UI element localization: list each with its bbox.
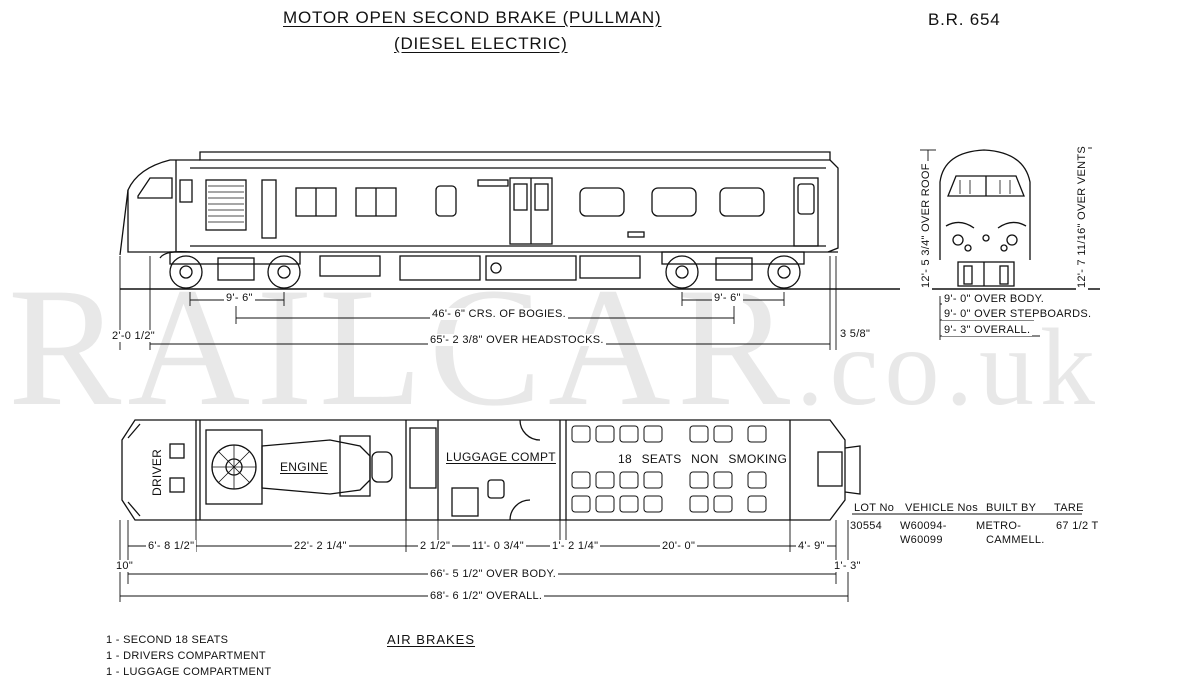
tare-value: 67 1/2 T	[1056, 520, 1099, 532]
note-1: 1 - SECOND 18 SEATS	[106, 634, 229, 646]
dim-end-over-stepboards: 9'- 0" OVER STEPBOARDS.	[942, 308, 1094, 320]
note-2: 1 - DRIVERS COMPARTMENT	[106, 650, 266, 662]
dim-end-over-body: 9'- 0" OVER BODY.	[942, 293, 1047, 305]
dim-bogie-wb-right: 9'- 6"	[712, 292, 743, 304]
vehicle-numbers-2: W60099	[900, 534, 943, 546]
built-by-2: CAMMELL.	[986, 534, 1045, 546]
watermark-main: RAILCAR	[8, 253, 797, 441]
plan-dim-left-end: 10"	[114, 560, 136, 572]
plan-view	[119, 419, 1082, 602]
plan-dim-d6: 20'- 0"	[660, 540, 698, 552]
dim-over-roof: 12'- 5 3/4" OVER ROOF	[920, 161, 932, 290]
lot-header-lot: LOT No	[854, 502, 895, 514]
built-by-1: METRO-	[976, 520, 1022, 532]
title-line1: MOTOR OPEN SECOND BRAKE (PULLMAN)	[283, 8, 662, 27]
air-brakes-label: AIR BRAKES	[387, 632, 476, 647]
dim-over-headstocks: 65'- 2 3/8" OVER HEADSTOCKS.	[428, 334, 606, 346]
vehicle-numbers-1: W60094-	[900, 520, 947, 532]
dim-crs-bogies: 46'- 6" CRS. OF BOGIES.	[430, 308, 568, 320]
drawing-ref: B.R. 654	[928, 10, 1001, 29]
dim-end-overall: 9'- 3" OVERALL.	[942, 324, 1033, 336]
title-line2: (DIESEL ELECTRIC)	[394, 34, 568, 53]
dim-over-vents: 12'- 7 11/16" OVER VENTS	[1076, 143, 1088, 290]
lot-header-built: BUILT BY	[986, 502, 1037, 514]
plan-dim-d7: 4'- 9"	[796, 540, 827, 552]
lot-value: 30554	[850, 520, 883, 532]
label-engine: ENGINE	[280, 460, 328, 474]
lot-header-tare: TARE	[1054, 502, 1084, 514]
note-3: 1 - LUGGAGE COMPARTMENT	[106, 666, 272, 678]
plan-dim-over-body: 66'- 5 1/2" OVER BODY.	[428, 568, 559, 580]
dim-bogie-wb-left: 9'- 6"	[224, 292, 255, 304]
label-luggage: LUGGAGE COMPT	[446, 450, 556, 464]
plan-dim-right-end: 1'- 3"	[832, 560, 863, 572]
plan-dim-d3: 2 1/2"	[418, 540, 453, 552]
lot-header-vehicles: VEHICLE Nos	[905, 502, 978, 514]
side-elevation	[119, 151, 900, 350]
dim-right-overhang: 3 5/8"	[838, 328, 873, 340]
plan-dim-d5: 1'- 2 1/4"	[550, 540, 601, 552]
watermark: RAILCAR.co.uk	[8, 250, 1101, 445]
plan-dim-overall: 68'- 6 1/2" OVERALL.	[428, 590, 545, 602]
dim-left-overhang: 2'-0 1/2"	[110, 330, 157, 342]
plan-dim-d2: 22'- 2 1/4"	[292, 540, 349, 552]
label-seats: 18 SEATS NON SMOKING	[618, 452, 788, 466]
label-driver: DRIVER	[150, 448, 164, 496]
plan-dim-d1: 6'- 8 1/2"	[146, 540, 197, 552]
plan-dim-d4: 11'- 0 3/4"	[470, 540, 526, 552]
